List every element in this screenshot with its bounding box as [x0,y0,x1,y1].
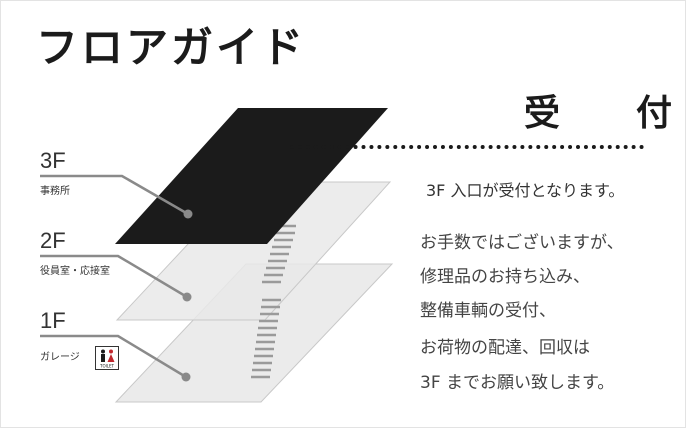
toilet-icon: TOILET [95,346,119,370]
reception-line-1: お手数ではございますが、 [420,233,624,253]
stairs-marking [251,224,296,379]
floor-1f-label: ガレージ [40,352,80,363]
reception-line-3: 整備車輌の受付、 [420,301,556,321]
toilet-badge-text: TOILET [99,364,115,369]
floor-2f-marker [182,292,192,302]
floor-2f-number: 2F [40,228,66,253]
floor-1f-layer [114,263,394,403]
floor-3f-marker [183,209,193,219]
floor-1f-number: 1F [40,308,66,333]
floor-3f-number: 3F [40,148,66,173]
floor-1f-marker [181,372,191,382]
reception-line-2: 修理品のお持ち込み、 [420,267,590,287]
floor-2f-label: 役員室・応接室 [40,266,110,277]
reception-line-4: お荷物の配達、回収は [420,338,590,358]
reception-lead: 3F 入口が受付となります。 [426,181,625,200]
reception-heading: 受 付 [524,93,686,134]
floor-3f-label: 事務所 [40,186,70,197]
reception-line-5: 3F までお願い致します。 [420,373,615,393]
leader-lines [40,174,189,379]
page-title: フロアガイド [36,23,307,72]
reception-dotted-line [290,145,644,149]
